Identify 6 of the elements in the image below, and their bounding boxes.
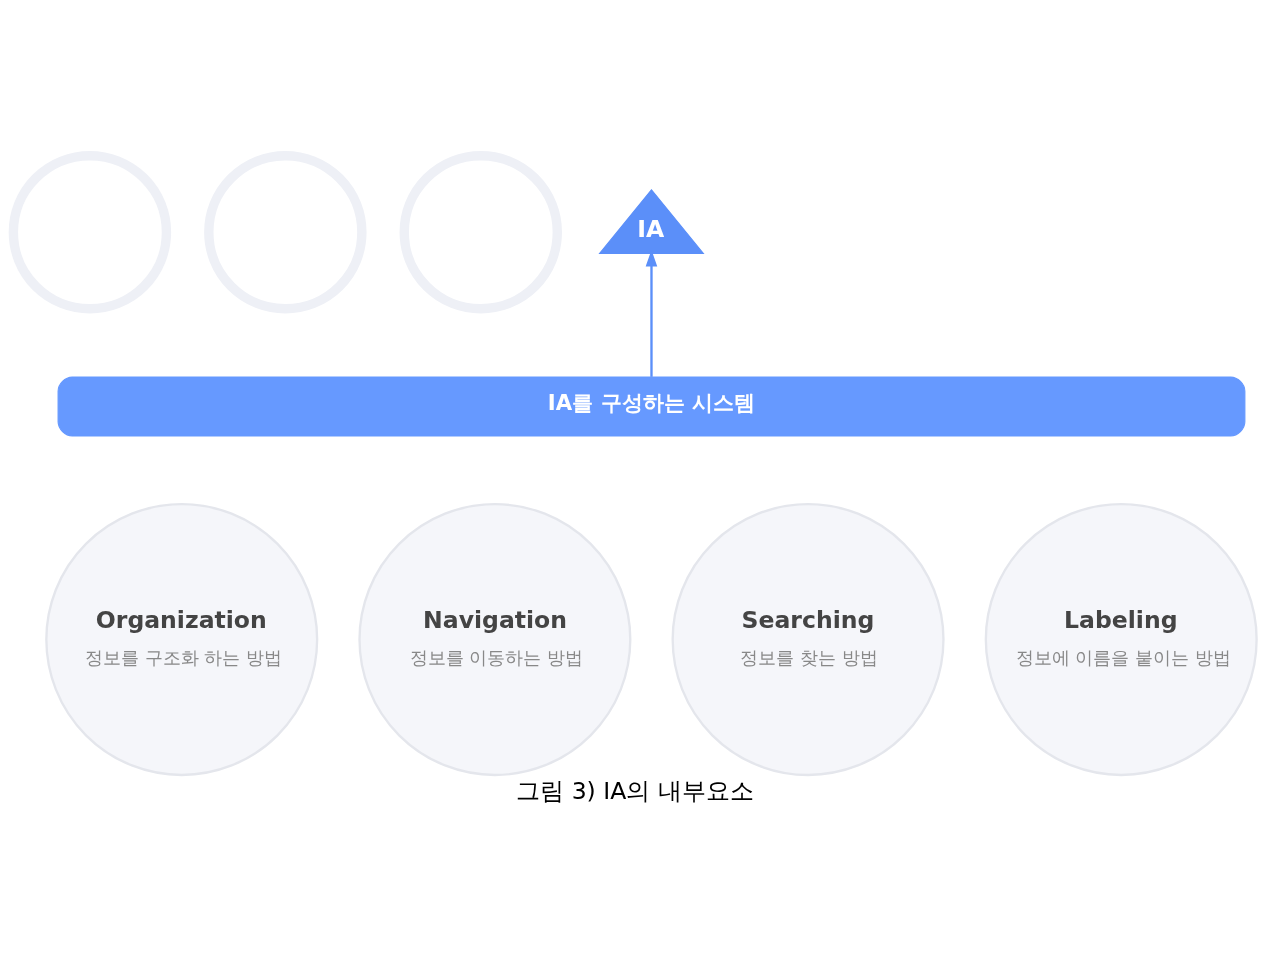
node-circle: Labeling 정보에 이름을 붙이는 방법 <box>984 503 1258 777</box>
node-box: IA를 구성하는 시스템 <box>57 376 1246 437</box>
caption: 그림 3) IA의 내부요소 <box>516 776 754 805</box>
node-circle: Organization 정보를 구조화 하는 방법 <box>45 503 319 777</box>
node-circle: Searching 정보를 찾는 방법 <box>671 503 945 777</box>
node-circle: Navigation 정보를 이동하는 방법 <box>358 503 632 777</box>
